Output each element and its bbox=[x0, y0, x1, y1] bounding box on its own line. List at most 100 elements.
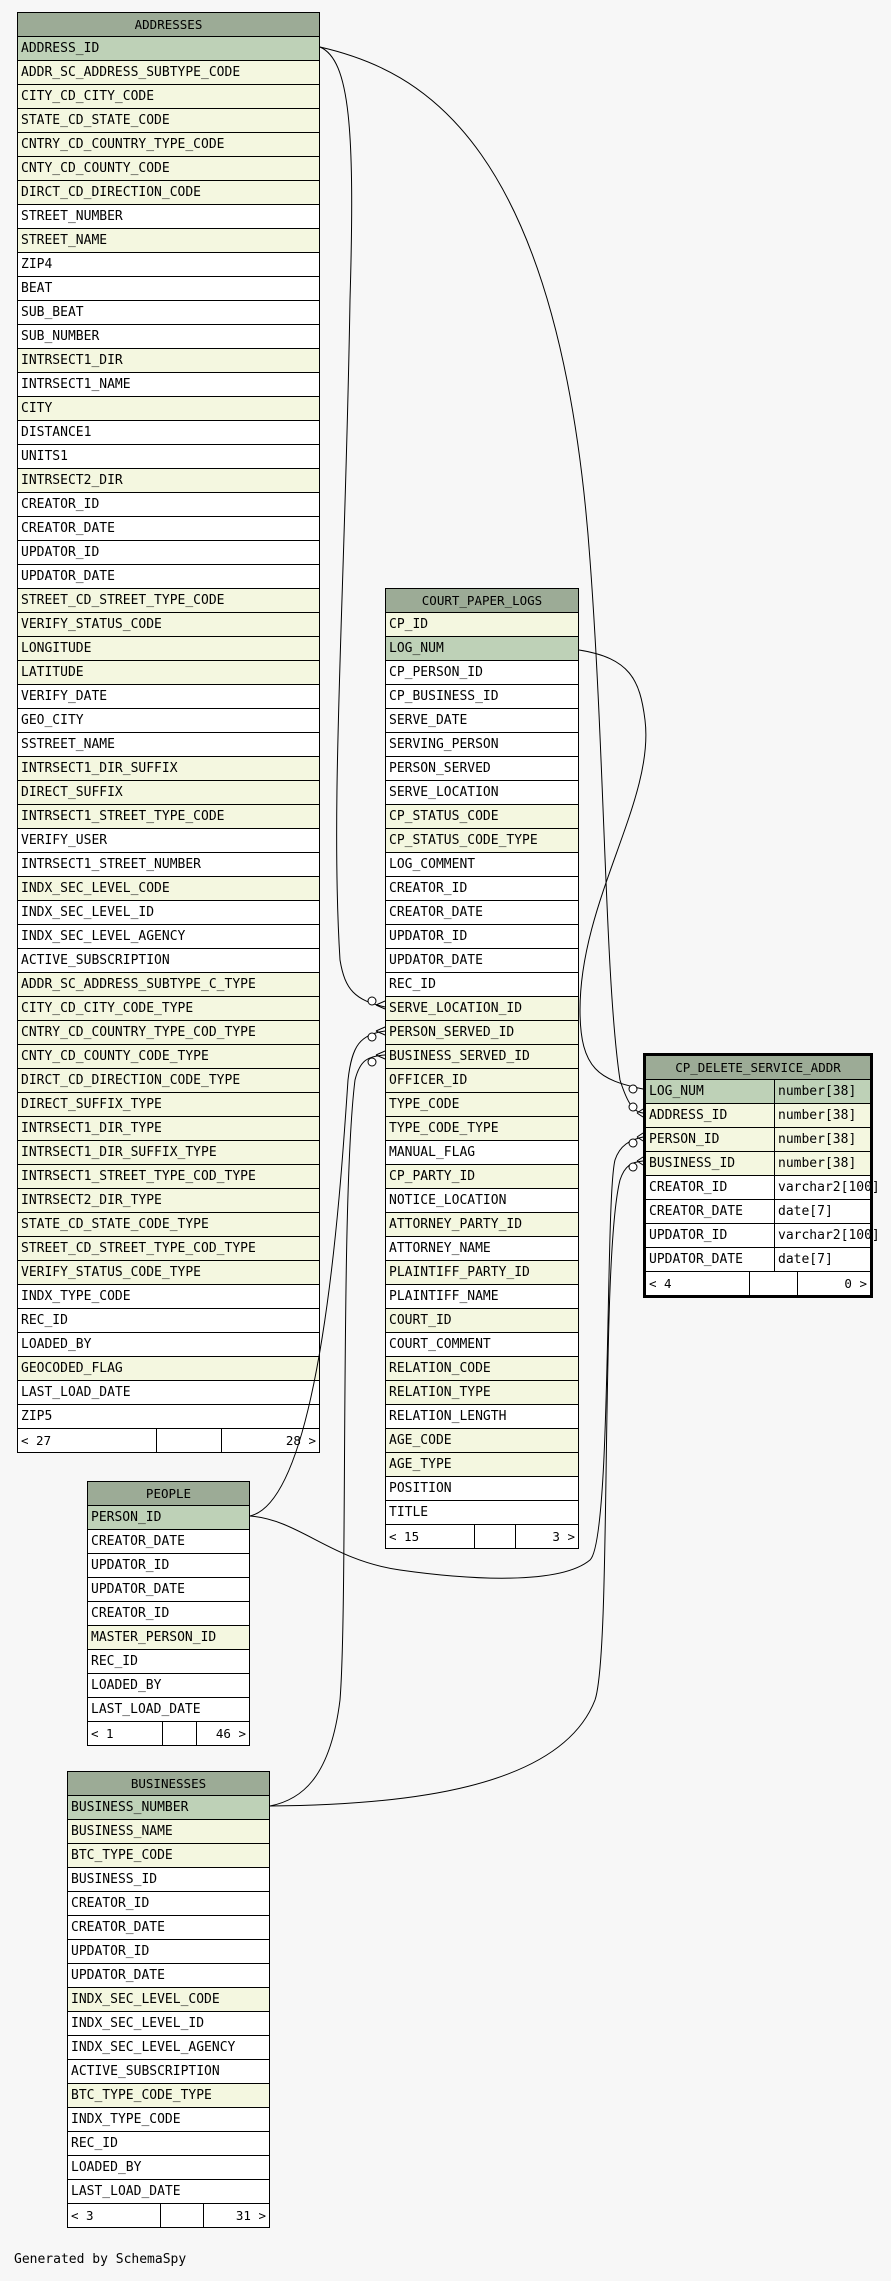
child-count[interactable]: 0 > bbox=[844, 1276, 867, 1291]
crowfoot-optional-icon bbox=[628, 1162, 638, 1172]
column-row: SUB_BEAT bbox=[18, 301, 319, 325]
column-name: VERIFY_USER bbox=[21, 833, 108, 848]
column-name: CNTY_CD_COUNTY_CODE bbox=[21, 161, 170, 176]
foreign-key-column-row: VERIFY_STATUS_CODE_TYPE bbox=[18, 1261, 319, 1285]
foreign-key-column-row: STREET_NAME bbox=[18, 229, 319, 253]
child-count[interactable]: 3 > bbox=[552, 1529, 575, 1544]
column-type: number[38] bbox=[774, 1128, 870, 1151]
foreign-key-column-row: CNTRY_CD_COUNTRY_TYPE_COD_TYPE bbox=[18, 1021, 319, 1045]
column-name: INDX_SEC_LEVEL_ID bbox=[21, 905, 155, 920]
primary-key-column-row: LOG_NUM bbox=[386, 637, 578, 661]
column-name: ADDRESS_ID bbox=[649, 1108, 728, 1123]
relationship-line-business-to-business-served bbox=[269, 1054, 386, 1807]
column-name: DIRCT_CD_DIRECTION_CODE bbox=[21, 185, 202, 200]
column-name: INTRSECT1_STREET_NUMBER bbox=[21, 857, 202, 872]
column-row: INDX_SEC_LEVEL_ID bbox=[18, 901, 319, 925]
column-name: GEO_CITY bbox=[21, 713, 84, 728]
column-row: LOADED_BY bbox=[68, 2156, 269, 2180]
relationship-line-address-to-cp-delete bbox=[319, 46, 644, 1114]
column-name: DISTANCE1 bbox=[21, 425, 92, 440]
column-name: STREET_CD_STREET_TYPE_CODE bbox=[21, 593, 225, 608]
crowfoot-many-icon bbox=[636, 1132, 644, 1142]
column-name: SERVE_LOCATION bbox=[389, 785, 499, 800]
foreign-key-column-row: LATITUDE bbox=[18, 661, 319, 685]
column-name: COURT_COMMENT bbox=[389, 1337, 491, 1352]
column-row: PLAINTIFF_NAME bbox=[386, 1285, 578, 1309]
column-name: ZIP4 bbox=[21, 257, 53, 272]
foreign-key-column-row: GEOCODED_FLAG bbox=[18, 1357, 319, 1381]
foreign-key-column-row: INTRSECT1_DIR_SUFFIX_TYPE bbox=[18, 1141, 319, 1165]
crowfoot-optional-icon bbox=[628, 1102, 638, 1112]
column-name: REC_ID bbox=[21, 1313, 68, 1328]
parent-count[interactable]: < 3 bbox=[71, 2208, 94, 2223]
column-name: CREATOR_DATE bbox=[649, 1204, 743, 1219]
column-row: ZIP4 bbox=[18, 253, 319, 277]
foreign-key-column-row: DIRECT_SUFFIX bbox=[18, 781, 319, 805]
column-row: LAST_LOAD_DATE bbox=[88, 1698, 249, 1722]
foreign-key-column-row: ADDRESS_ID number[38] bbox=[646, 1104, 870, 1128]
column-row: CREATOR_DATE bbox=[88, 1530, 249, 1554]
parent-count[interactable]: < 15 bbox=[389, 1529, 420, 1544]
parent-count[interactable]: < 1 bbox=[91, 1726, 114, 1741]
column-name: UPDATOR_ID bbox=[21, 545, 100, 560]
foreign-key-column-row: INDX_SEC_LEVEL_CODE bbox=[68, 1988, 269, 2012]
column-name: CREATOR_DATE bbox=[389, 905, 483, 920]
foreign-key-column-row: RELATION_TYPE bbox=[386, 1381, 578, 1405]
foreign-key-column-row: CP_STATUS_CODE bbox=[386, 805, 578, 829]
column-name: PLAINTIFF_NAME bbox=[389, 1289, 499, 1304]
child-count[interactable]: 31 > bbox=[235, 2208, 266, 2223]
crowfoot-many-icon bbox=[375, 1000, 386, 1010]
column-name: MANUAL_FLAG bbox=[389, 1145, 476, 1160]
column-row: SSTREET_NAME bbox=[18, 733, 319, 757]
column-name: CREATOR_ID bbox=[91, 1606, 170, 1621]
column-row: TITLE bbox=[386, 1501, 578, 1525]
parent-count[interactable]: < 4 bbox=[649, 1276, 672, 1291]
column-name: INDX_SEC_LEVEL_ID bbox=[71, 2016, 205, 2031]
column-row: PERSON_SERVED bbox=[386, 757, 578, 781]
foreign-key-column-row: TYPE_CODE bbox=[386, 1093, 578, 1117]
column-name: ADDRESS_ID bbox=[21, 41, 100, 56]
foreign-key-column-row: VERIFY_STATUS_CODE bbox=[18, 613, 319, 637]
column-name: INDX_SEC_LEVEL_CODE bbox=[71, 1992, 220, 2007]
column-name: ACTIVE_SUBSCRIPTION bbox=[21, 953, 170, 968]
column-name: INTRSECT1_DIR_SUFFIX_TYPE bbox=[21, 1145, 217, 1160]
table-title: PEOPLE bbox=[88, 1482, 249, 1506]
child-count[interactable]: 46 > bbox=[215, 1726, 246, 1741]
column-row: CREATOR_DATE bbox=[386, 901, 578, 925]
column-name: UPDATOR_ID bbox=[91, 1558, 170, 1573]
column-name: BTC_TYPE_CODE bbox=[71, 1848, 173, 1863]
parent-count[interactable]: < 27 bbox=[21, 1433, 52, 1448]
column-name: UPDATOR_DATE bbox=[71, 1968, 165, 1983]
foreign-key-column-row: CITY_CD_CITY_CODE_TYPE bbox=[18, 997, 319, 1021]
column-name: DIRECT_SUFFIX bbox=[21, 785, 123, 800]
foreign-key-column-row: PLAINTIFF_PARTY_ID bbox=[386, 1261, 578, 1285]
column-type: number[38] bbox=[774, 1104, 870, 1127]
column-row: LOG_COMMENT bbox=[386, 853, 578, 877]
child-count[interactable]: 28 > bbox=[285, 1433, 316, 1448]
table-title: CP_DELETE_SERVICE_ADDR bbox=[646, 1056, 870, 1080]
foreign-key-column-row: STREET_CD_STREET_TYPE_COD_TYPE bbox=[18, 1237, 319, 1261]
column-name: OFFICER_ID bbox=[389, 1073, 468, 1088]
table-title: BUSINESSES bbox=[68, 1772, 269, 1796]
column-row: LOADED_BY bbox=[88, 1674, 249, 1698]
column-name: POSITION bbox=[389, 1481, 452, 1496]
foreign-key-column-row: ADDR_SC_ADDRESS_SUBTYPE_CODE bbox=[18, 61, 319, 85]
column-row: CREATOR_ID bbox=[386, 877, 578, 901]
table-footer: < 4 0 > bbox=[646, 1272, 870, 1295]
column-name: NOTICE_LOCATION bbox=[389, 1193, 507, 1208]
column-name: INTRSECT2_DIR bbox=[21, 473, 123, 488]
column-row: UPDATOR_ID bbox=[386, 925, 578, 949]
column-row: UNITS1 bbox=[18, 445, 319, 469]
column-name: REC_ID bbox=[71, 2136, 118, 2151]
column-name: BUSINESS_NUMBER bbox=[71, 1800, 189, 1815]
column-name: VERIFY_STATUS_CODE_TYPE bbox=[21, 1265, 202, 1280]
column-row: UPDATOR_ID bbox=[18, 541, 319, 565]
column-name: SUB_NUMBER bbox=[21, 329, 100, 344]
